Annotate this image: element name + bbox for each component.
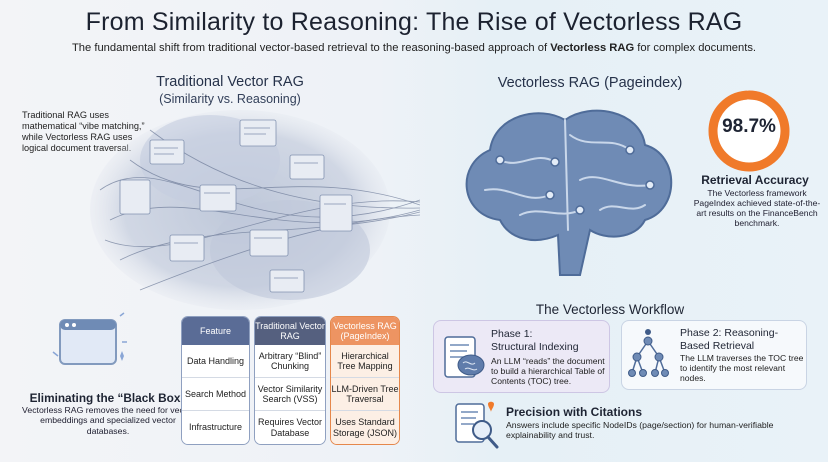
- accuracy-description: The Vectorless framework PageIndex achie…: [693, 188, 821, 228]
- phase1-title-line2: Structural Indexing: [491, 340, 579, 353]
- table-cell: Search Method: [182, 378, 249, 411]
- phase2-title-line1: Phase 2: Reasoning-: [680, 327, 779, 339]
- table-header-vectorless: Vectorless RAG (PageIndex): [331, 317, 399, 345]
- phase2-card: [621, 320, 807, 390]
- accuracy-gauge: [708, 90, 790, 172]
- citations-title: Precision with Citations: [506, 405, 643, 419]
- table-cell: Data Handling: [182, 345, 249, 378]
- subtitle-bold: Vectorless RAG: [550, 42, 635, 54]
- vectorless-rag-title: Vectorless RAG (Pageindex): [497, 75, 683, 91]
- table-column-traditional: Traditional Vector RAG Arbitrary “Blind”…: [254, 316, 326, 445]
- phase1-title-line1: Phase 1:: [491, 328, 533, 340]
- table-header-feature: Feature: [182, 317, 249, 345]
- table-cell: Requires Vector Database: [257, 417, 323, 438]
- accuracy-gauge-arc: [708, 90, 790, 172]
- document-search-icon: [455, 401, 499, 449]
- tree-traversal-icon: [628, 329, 669, 377]
- page-title: From Similarity to Reasoning: The Rise o…: [85, 8, 743, 36]
- table-cell: Hierarchical Tree Mapping: [331, 345, 399, 378]
- traditional-rag-note: Traditional RAG uses mathematical “vibe …: [22, 110, 145, 153]
- table-column-vectorless: Vectorless RAG (PageIndex) Hierarchical …: [330, 316, 400, 445]
- accuracy-value: 98.7%: [722, 116, 776, 137]
- subtitle-post: for complex documents.: [634, 42, 757, 54]
- black-box-description: Vectorless RAG removes the need for vect…: [22, 405, 194, 436]
- table-cell: LLM-Driven Tree Traversal: [331, 378, 399, 411]
- phase2-title-line2: Based Retrieval: [680, 339, 755, 352]
- phase1-description: An LLM “reads” the document to build a h…: [491, 356, 605, 386]
- traditional-rag-subtitle: (Similarity vs. Reasoning): [159, 92, 301, 106]
- accuracy-label: Retrieval Accuracy: [701, 173, 809, 187]
- subtitle-pre: The fundamental shift from traditional v…: [71, 42, 551, 54]
- table-cell: Infrastructure: [188, 422, 243, 433]
- table-cell: Arbitrary “Blind” Chunking: [255, 345, 325, 378]
- traditional-rag-title: Traditional Vector RAG: [156, 74, 304, 90]
- table-cell: Vector Similarity Search (VSS): [255, 378, 325, 411]
- black-box-title: Eliminating the “Black Box”: [29, 391, 187, 405]
- brain-icon: [465, 109, 673, 276]
- table-cell: Uses Standard Storage (JSON): [332, 417, 398, 438]
- phase2-title: Phase 2: Reasoning-Based Retrieval: [680, 327, 778, 352]
- vector-cloud-illustration: [90, 110, 420, 310]
- window-icon: [52, 312, 127, 365]
- workflow-title: The Vectorless Workflow: [535, 302, 685, 317]
- document-brain-icon: [444, 336, 485, 378]
- table-column-feature: Feature Data Handling Search Method Infr…: [181, 316, 250, 445]
- page-subtitle: The fundamental shift from traditional v…: [0, 42, 828, 54]
- table-header-traditional: Traditional Vector RAG: [255, 317, 325, 345]
- phase2-description: The LLM traverses the TOC tree to identi…: [680, 353, 804, 383]
- phase1-title: Phase 1:Structural Indexing: [491, 328, 579, 353]
- citations-description: Answers include specific NodeIDs (page/s…: [506, 420, 774, 441]
